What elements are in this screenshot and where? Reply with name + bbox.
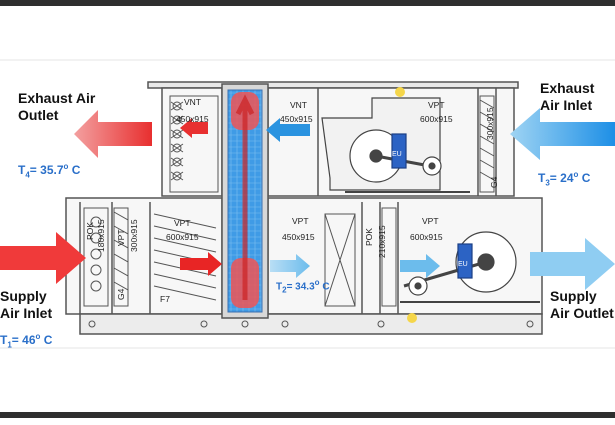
label-vnt-mid-size: 450x915 <box>280 114 313 124</box>
label-motor-bottom: EU <box>458 261 468 268</box>
label-g4-top: G4 <box>489 176 499 188</box>
bottom-border-bar <box>0 412 615 418</box>
label-vpt-bottom-right-size: 600x915 <box>410 232 443 242</box>
exhaust-fan <box>321 97 470 193</box>
exchanger-flow-arrow <box>235 94 255 300</box>
filter-bottom-left <box>113 207 129 307</box>
temperature-t2: T2= 34.3o C <box>276 278 330 295</box>
t4-unit: C <box>68 163 81 177</box>
exhaust-inlet-arrow <box>510 108 615 160</box>
t2-unit: C <box>319 281 330 293</box>
exhaust-inlet-arrow-small <box>266 118 310 142</box>
label-g4-left: G4 <box>116 288 126 300</box>
t2-deg: o <box>314 278 320 287</box>
vnt-damper-left <box>169 95 219 193</box>
label-vpt-small-left: VPT <box>116 229 126 246</box>
label-pok-right-size: 210x915 <box>377 225 387 258</box>
filter-top-right <box>479 95 495 193</box>
bulb-icon-lower <box>407 313 417 323</box>
supply-inlet-label: Supply Air Inlet <box>0 288 53 321</box>
supply-outlet-label: Supply Air Outlet <box>550 288 614 321</box>
t3-unit: C <box>578 171 591 185</box>
supply-mid-arrow <box>270 254 310 278</box>
bulb-icon <box>395 87 405 97</box>
t4-deg: o <box>63 162 69 171</box>
t3-deg: o <box>573 170 579 179</box>
label-vpt-bottom-left-size: 600x915 <box>166 232 199 242</box>
label-pok-left: POK <box>85 222 95 240</box>
middle-coil <box>324 213 356 307</box>
label-pok-right: POK <box>364 228 374 246</box>
t4-value: = 35.7 <box>29 163 64 177</box>
temperature-t3: T3= 24o C <box>538 170 591 188</box>
pok-coil-right <box>381 207 397 307</box>
t2-sub: 2 <box>282 285 287 295</box>
label-vpt-bottom-left: VPT <box>174 218 191 228</box>
exhaust-inlet-label: Exhaust Air Inlet <box>540 80 595 113</box>
supply-flow-arrow-small <box>180 252 222 276</box>
temperature-t1: T1= 46o C <box>0 332 53 350</box>
label-vnt-mid: VNT <box>290 100 307 110</box>
exhaust-outlet-arrow <box>74 110 152 158</box>
supply-fan <box>400 231 540 303</box>
supply-outlet-arrow <box>530 238 615 290</box>
exhaust-outlet-label: Exhaust Air Outlet <box>18 90 96 123</box>
t4-sub: 4 <box>25 170 30 180</box>
label-motor-top: EU <box>392 151 402 158</box>
supply-inlet-arrow <box>0 232 86 284</box>
label-vpt-top-right-size: 600x915 <box>420 114 453 124</box>
t1-deg: o <box>35 332 41 341</box>
label-f7: F7 <box>160 294 170 304</box>
exhaust-flow-arrow-small <box>180 118 208 138</box>
t2-value: = 34.3 <box>286 281 315 293</box>
t1-value: = 46 <box>11 333 36 347</box>
label-vnt-left-size: 450x915 <box>176 114 209 124</box>
t1-unit: C <box>40 333 53 347</box>
heat-exchanger <box>221 83 269 319</box>
temperature-t4: T4= 35.7o C <box>18 162 81 180</box>
label-vpt-small-left-size: 300x915 <box>129 219 139 252</box>
t1-sub: 1 <box>7 340 12 350</box>
label-filter-top-size: 300x915 <box>485 107 495 140</box>
frame-bolts <box>88 320 534 328</box>
t3-sub: 3 <box>545 178 550 188</box>
t3-value: = 24 <box>549 171 574 185</box>
label-vnt-left: VNT <box>184 97 201 107</box>
label-vpt-bottom-mid-size: 450x915 <box>282 232 315 242</box>
top-border-bar <box>0 0 615 6</box>
supply-fan-arrow-small <box>400 254 440 278</box>
label-vpt-bottom-right: VPT <box>422 216 439 226</box>
label-pok-left-size: 180x915 <box>96 219 106 252</box>
label-vpt-top-right: VPT <box>428 100 445 110</box>
label-vpt-bottom-mid: VPT <box>292 216 309 226</box>
unit-labels: VNT 450x915 VNT 450x915 VPT 600x915 300x… <box>85 97 499 304</box>
